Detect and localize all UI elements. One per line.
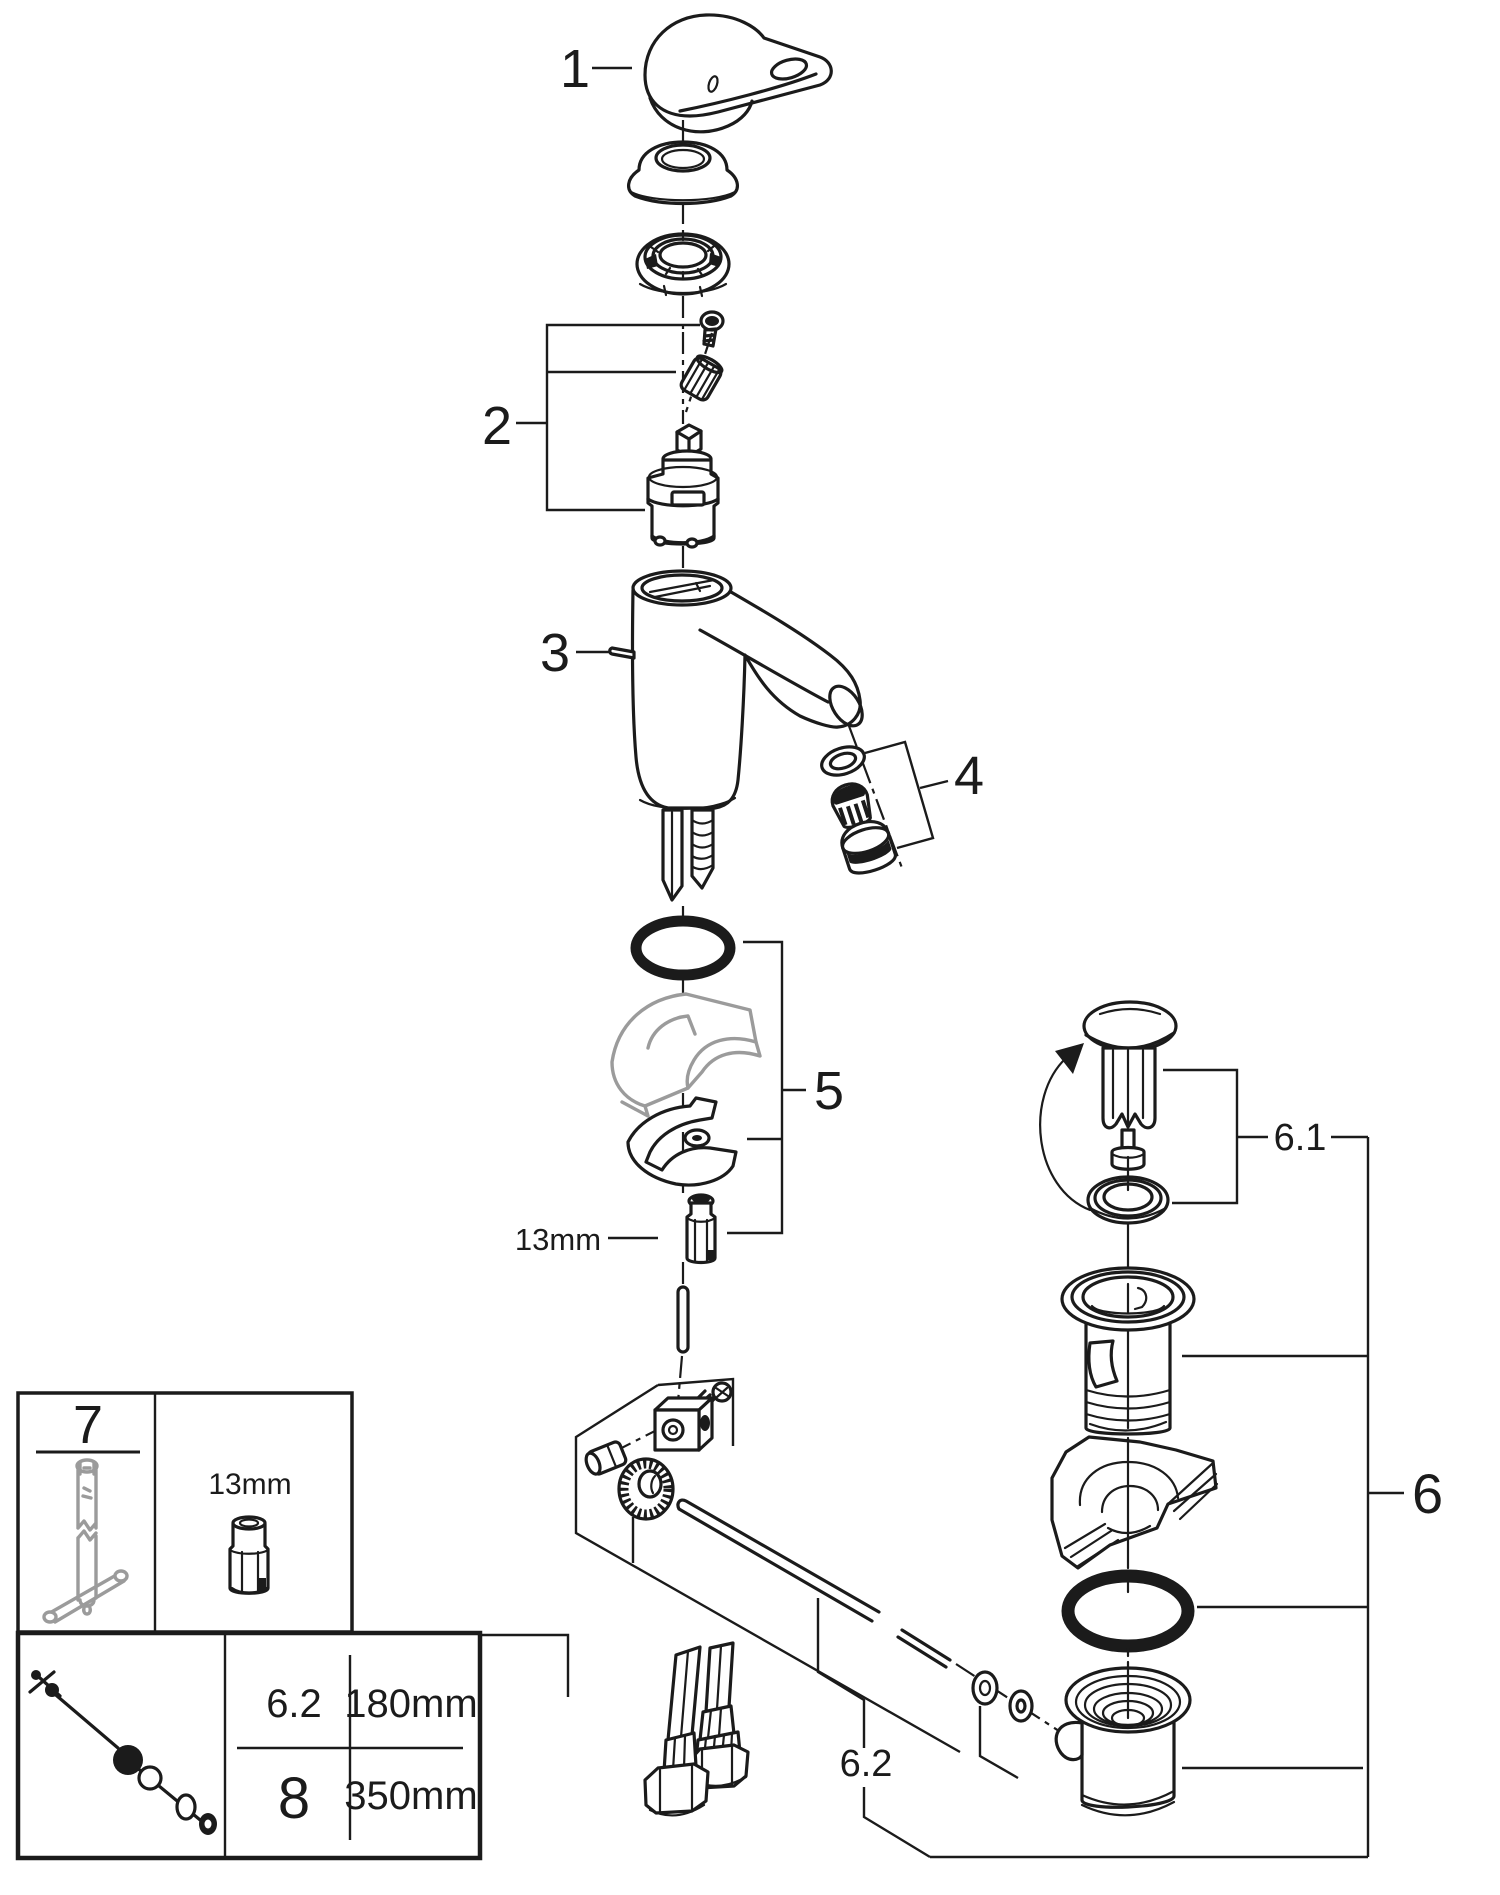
callout-2: 2 [482, 396, 512, 456]
callout-6-1-bracket [1163, 1068, 1368, 1205]
callout-2-bracket [516, 323, 700, 512]
part-block-plug [584, 1440, 628, 1476]
part-block-screw [695, 1381, 733, 1410]
callout-1: 1 [560, 39, 590, 99]
part-popup-rod [676, 1498, 952, 1669]
inset-tool-box: 7 13mm [16, 1391, 354, 1634]
socket-13mm-icon [228, 1515, 270, 1595]
callout-5: 5 [814, 1061, 844, 1121]
part-mounting-nut-13mm [685, 1193, 717, 1265]
part-screw-cap [679, 354, 724, 402]
callout-5-bracket [727, 940, 806, 1235]
size-table: 6.2 180mm 8 350mm [237, 1655, 478, 1840]
service-tool-icon [42, 1458, 129, 1624]
callout-leader-lines [576, 66, 632, 654]
part-handle-cap-ring [627, 140, 739, 206]
callout-6-bracket [930, 1137, 1404, 1859]
part-lever-handle [643, 13, 833, 134]
part-drain-flange [1060, 1266, 1196, 1436]
callout-6-2-leaders [816, 1598, 1019, 1859]
part-supply-hoses [643, 1641, 750, 1817]
part-popup-plug [1082, 1000, 1178, 1171]
part-mounting-clamp [626, 1096, 738, 1187]
callout-6-2: 6.2 [840, 1743, 893, 1785]
part-clamp-spacer [610, 992, 762, 1118]
part-aerator-insert [830, 782, 872, 829]
part-mounting-block [653, 1396, 714, 1452]
inset-tool-ref: 7 [73, 1395, 103, 1455]
inset-rod-box: 6.2 180mm 8 350mm [15, 1630, 483, 1861]
part-spout-gasket [820, 745, 866, 777]
part-rod-washers [971, 1670, 1034, 1723]
part-plug-seal [1086, 1175, 1170, 1225]
part-handle-mounting-nut [635, 232, 731, 298]
wrench-size-label: 13mm [515, 1222, 601, 1257]
part-handle-screw [699, 310, 725, 348]
callout-6-1: 6.1 [1274, 1117, 1327, 1159]
table-ref-2: 8 [278, 1766, 310, 1831]
callout-6: 6 [1412, 1462, 1443, 1525]
table-length-2: 350mm [344, 1774, 477, 1818]
callout-4-bracket [864, 740, 949, 850]
part-threaded-pin [676, 1285, 690, 1354]
callout-4: 4 [954, 746, 984, 806]
part-knurled-nut [617, 1457, 675, 1521]
part-drain-o-ring [1061, 1569, 1195, 1653]
callout-3: 3 [540, 623, 570, 683]
part-aerator-housing [840, 820, 897, 875]
part-wedge-gasket [1050, 1435, 1219, 1570]
rotation-arrow-icon [1039, 1043, 1092, 1212]
inset-socket-size: 13mm [208, 1468, 291, 1501]
popup-rod-assembly-icon [28, 1670, 217, 1835]
mounting-plane-outline [480, 1377, 961, 1754]
table-length-1: 180mm [344, 1682, 477, 1726]
part-drain-lower-body [1054, 1666, 1192, 1817]
part-faucet-body [608, 569, 864, 902]
table-ref-1: 6.2 [266, 1682, 322, 1726]
part-cartridge [646, 423, 720, 549]
part-body-o-ring [630, 915, 736, 981]
